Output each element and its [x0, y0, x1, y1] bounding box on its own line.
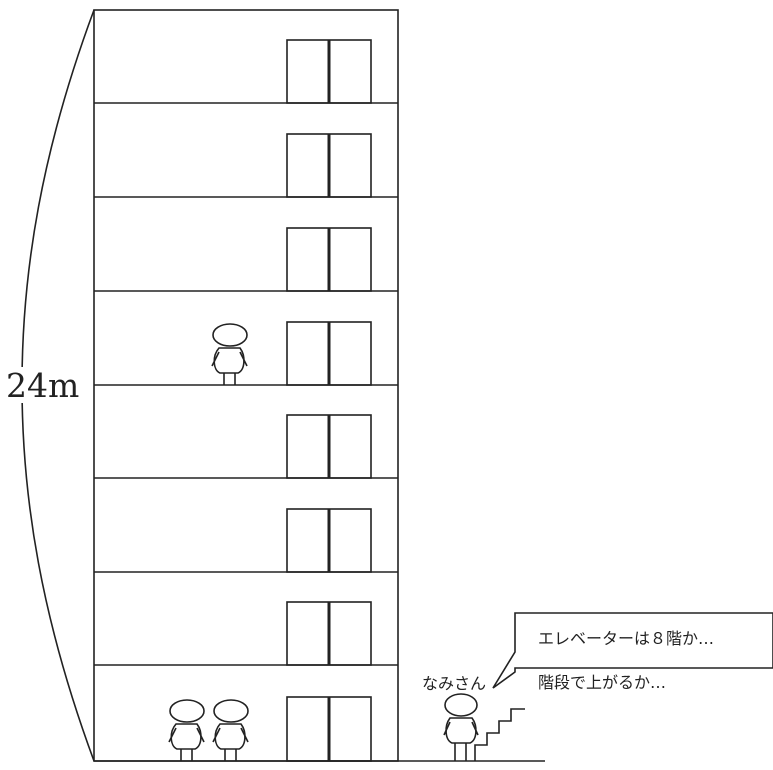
speech-line-2: 階段で上がるか… — [538, 673, 666, 692]
elevator-door — [286, 39, 372, 104]
elevator-door — [286, 508, 372, 573]
height-label: 24m — [6, 366, 79, 405]
staircase — [474, 708, 525, 761]
elevator-doors — [286, 39, 372, 762]
speech-line-1: エレベーターは８階か… — [538, 629, 714, 648]
person-icon — [212, 699, 249, 761]
speech-bubble — [492, 612, 773, 689]
elevator-door — [286, 321, 372, 386]
floor-lines — [94, 102, 398, 666]
character-name-label: なみさん — [422, 674, 486, 693]
elevator-door — [286, 414, 372, 479]
person-icon — [211, 323, 248, 385]
elevator-door — [286, 601, 372, 666]
nami-person-icon — [443, 693, 479, 761]
elevator-door — [286, 133, 372, 198]
person-icon — [168, 699, 205, 761]
elevator-door — [286, 227, 372, 292]
elevator-door — [286, 696, 372, 762]
height-label-bg — [4, 367, 86, 403]
